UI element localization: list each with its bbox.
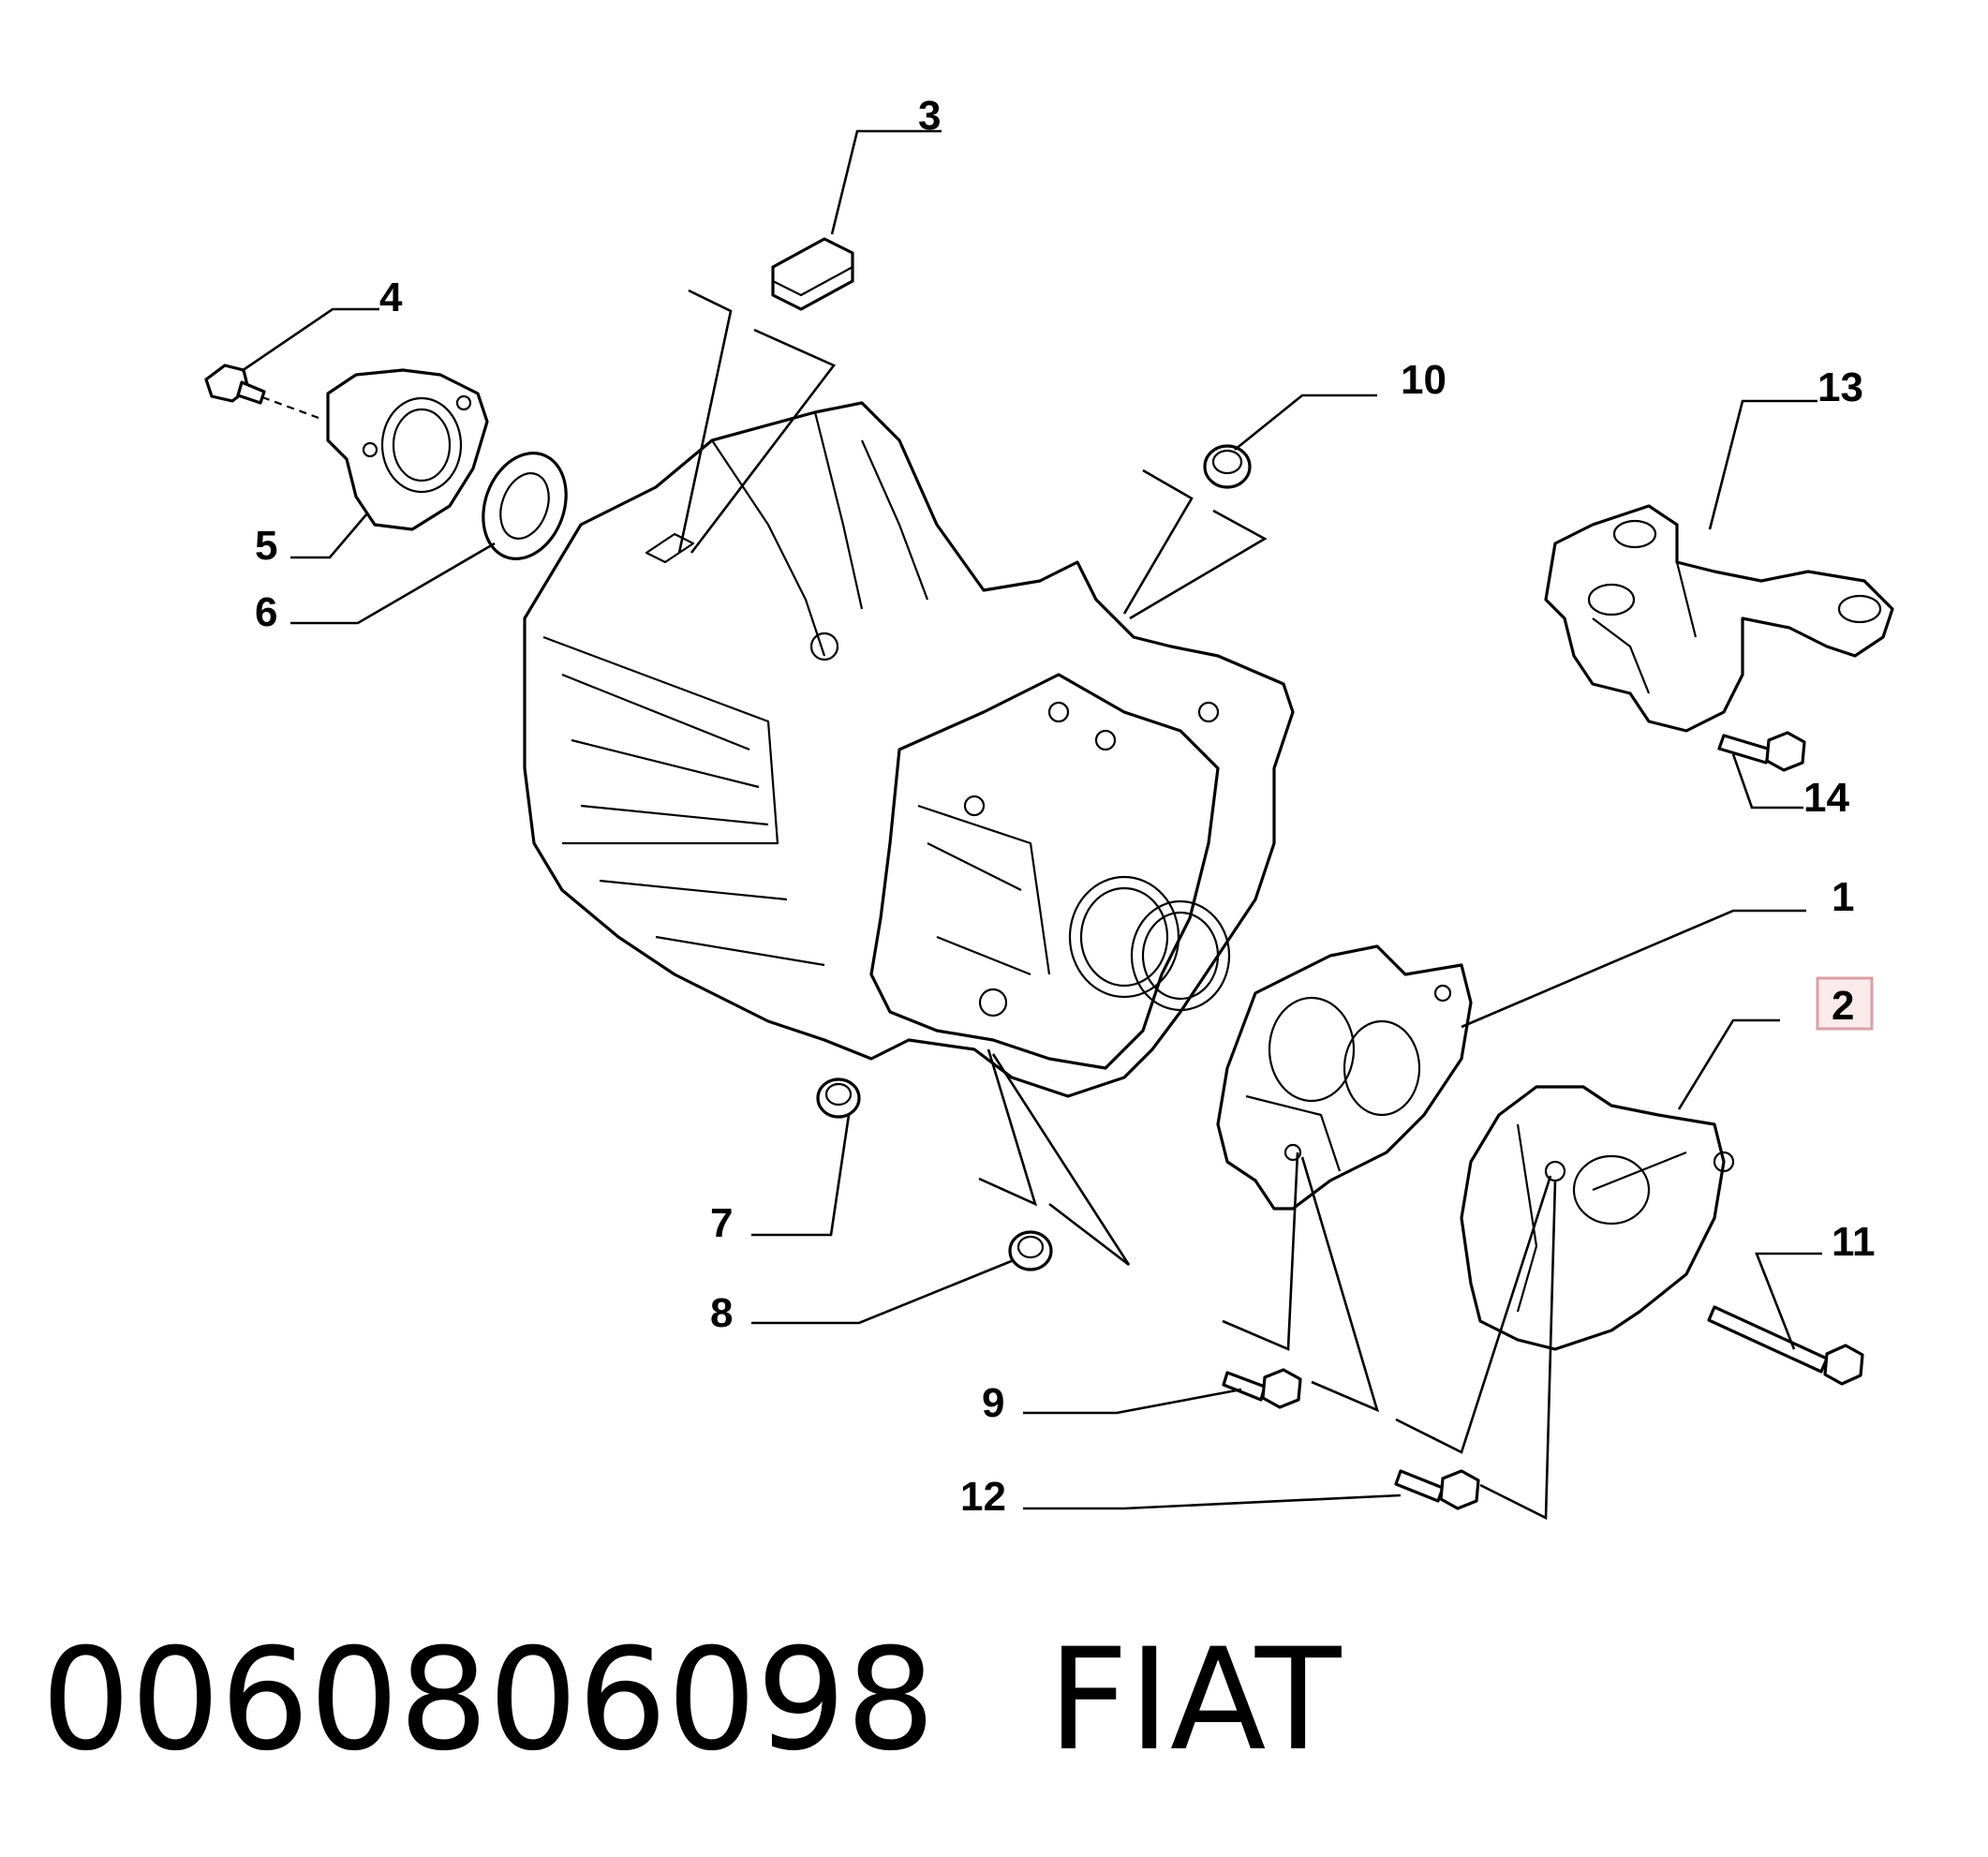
part-1-end-plate [1216,944,1473,1211]
callout-12[interactable]: 12 [960,1474,1006,1520]
callout-14[interactable]: 14 [1803,775,1849,821]
callout-3[interactable]: 3 [918,93,941,139]
callout-11[interactable]: 11 [1832,1219,1876,1265]
part-3-cap [771,237,854,311]
part-10-plug [1203,444,1252,489]
part-number: 0060806098 [41,1619,936,1782]
callout-13[interactable]: 13 [1817,364,1863,410]
callout-9[interactable]: 9 [982,1380,1004,1426]
leader-lines [241,129,1822,1521]
part-12-bolt [1394,1469,1480,1510]
part-6-seal-ring [482,452,568,560]
part-4-bolt [204,364,319,420]
callout-2-highlight [1816,976,1874,1031]
part-7-plug [816,1077,861,1119]
part-14-bolt [1717,731,1806,772]
brand-name: FIAT [1047,1619,1342,1782]
callout-7[interactable]: 7 [710,1200,733,1246]
callout-5[interactable]: 5 [255,523,277,569]
callout-1[interactable]: 1 [1832,874,1854,920]
callout-2[interactable]: 2 [1832,983,1854,1029]
part-5-flange [326,368,489,531]
part-11-long-bolt [1707,1305,1864,1386]
callout-4[interactable]: 4 [379,275,403,320]
part-13-bracket [1544,504,1894,733]
part-9-bolt [1222,1368,1302,1409]
part-8-plug [1008,1230,1053,1271]
callout-10[interactable]: 10 [1401,357,1446,403]
callout-numbers: 1 2 3 4 5 6 7 8 9 10 11 12 13 14 [255,93,1876,1520]
gearbox-housing [523,401,1295,1098]
callout-6[interactable]: 6 [255,589,277,635]
callout-8[interactable]: 8 [710,1290,733,1336]
part-2-rear-cover [1460,1085,1735,1351]
